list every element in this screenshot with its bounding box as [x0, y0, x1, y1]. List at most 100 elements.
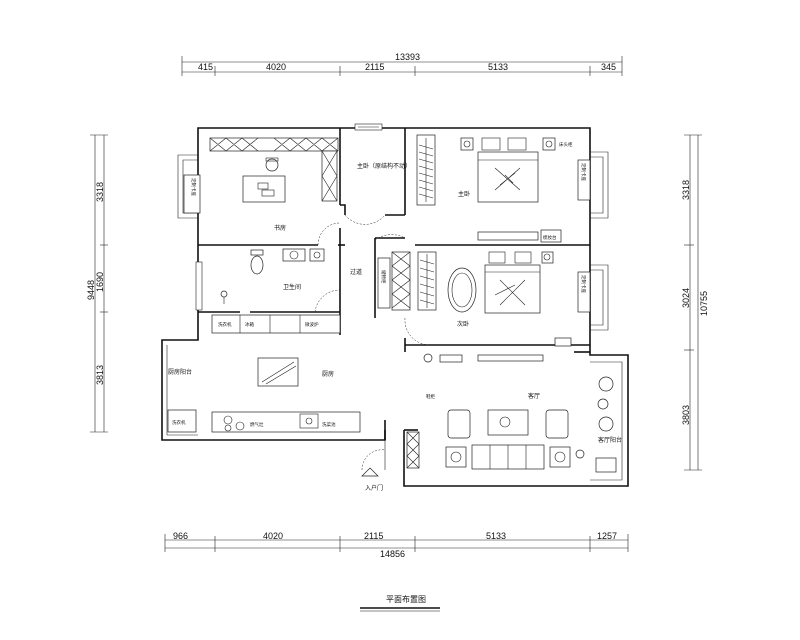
kitchen-balcony-label: 厨房阳台: [168, 368, 192, 376]
second-desk: [554, 337, 572, 347]
study-label: 书房: [274, 224, 286, 232]
drawing-caption: 平面布置图: [360, 594, 440, 612]
master-bedside-label: 床头柜: [559, 141, 573, 148]
bottom-dim-2: 4020: [263, 531, 283, 541]
master-tv-cabinet: [477, 231, 539, 241]
corridor-label: 过道: [350, 268, 362, 276]
master-bedroom-note-label: 主卧（原结构不动）: [357, 162, 411, 170]
stove-burner-icon: [223, 415, 233, 425]
kitchen-label: 厨房: [322, 370, 334, 378]
plant-icon: [423, 353, 433, 363]
master-window-seat-label: 定制卡座: [580, 163, 587, 181]
left-total-dim: 9448: [86, 280, 96, 300]
corridor-storage: [391, 251, 411, 311]
floor-drain-icon: [220, 290, 228, 298]
bottom-dim-5: 1257: [597, 531, 617, 541]
entrance-arrow-icon: [361, 467, 379, 477]
bottom-dim-1: 966: [173, 531, 188, 541]
armchair-right: [545, 409, 569, 439]
top-total-dim: 13393: [395, 52, 420, 62]
second-bedroom-label: 次卧: [457, 320, 469, 328]
living-room-label: 客厅: [528, 392, 540, 400]
top-dimension-chain: 13393 415 4020 2115 5133 345: [181, 52, 623, 76]
caption-title: 平面布置图: [386, 594, 426, 604]
doors: [314, 214, 431, 477]
master-dresser: [540, 229, 562, 243]
toilet: [250, 255, 264, 275]
study-side-cabinet: [321, 150, 338, 202]
top-dim-4: 5133: [488, 62, 508, 72]
balcony-washer-label: 洗衣机: [172, 419, 186, 426]
balcony-cabinet: [595, 457, 617, 473]
internal-walls: [198, 128, 590, 440]
right-dim-1: 3318: [681, 180, 691, 200]
kitchen-stove-label: 燃气灶: [250, 421, 264, 428]
kitchen-upper-counter: [211, 314, 341, 334]
second-round-table: [447, 267, 477, 313]
study-window-seat-label: 定制卡座: [190, 178, 197, 196]
kitchen-washer-label: 洗衣机: [218, 321, 232, 328]
living-balcony-label: 客厅阳台: [598, 436, 622, 444]
master-window-seat: [577, 159, 591, 201]
bottom-dim-3: 2115: [364, 531, 383, 541]
side-table-right: [549, 446, 571, 468]
right-dim-3: 3803: [681, 405, 691, 425]
second-bed: [484, 264, 541, 314]
floor-lamp-icon: [575, 449, 585, 459]
master-bedroom-label: 主卧: [458, 190, 470, 198]
living-side-cabinet: [439, 354, 463, 363]
armchair-left: [447, 409, 471, 439]
top-dim-3: 2115: [365, 62, 384, 72]
left-dim-2: 1690: [95, 272, 105, 292]
bottom-dimension-chain: 966 4020 2115 5133 1257 14856: [164, 531, 629, 559]
master-bedroom: 主卧（原结构不动） 床头柜 定制卡座 梳妆台 主卧: [357, 134, 591, 243]
right-total-dim: 10755: [699, 291, 709, 316]
corridor-storage-label: 储物柜: [380, 270, 387, 284]
coffee-table: [487, 409, 529, 436]
left-dimension-chain: 9448 3318 1690 3813: [86, 134, 108, 433]
side-table-left: [445, 446, 467, 468]
study-window-seat: [183, 174, 201, 214]
bath-cabinet: [309, 248, 325, 262]
kitchen-fridge-label: 冰箱: [245, 321, 254, 328]
balcony-table: [597, 398, 609, 410]
entrance-label: 入户门: [365, 484, 383, 492]
kitchen-sink-label: 洗菜池: [322, 421, 336, 428]
bottom-total-dim: 14856: [380, 549, 405, 559]
right-dim-2: 3024: [681, 288, 691, 308]
bottom-dim-4: 5133: [486, 531, 506, 541]
right-dimension-chain: 3318 3024 10755 3803: [681, 134, 709, 471]
master-bedside-right: [542, 137, 556, 151]
top-dim-1: 415: [198, 62, 213, 72]
master-dresser-label: 梳妆台: [543, 234, 557, 241]
corridor-shoe-cabinet: [377, 257, 391, 309]
second-window-seat-label: 定制卡座: [580, 275, 587, 293]
kitchen: 洗衣机 冰箱 微波炉 燃气灶 洗菜池 厨房 洗衣机 厨房阳台: [167, 314, 361, 433]
master-bedside-left: [460, 137, 474, 151]
top-dim-2: 4020: [266, 62, 286, 72]
bath-vanity: [282, 248, 306, 262]
study-wall-cabinet: [209, 137, 339, 152]
balcony-chair: [598, 376, 614, 392]
stove-burner-icon: [235, 421, 245, 431]
second-tv-cabinet: [477, 354, 544, 362]
bathroom: 卫生间 过道: [220, 248, 362, 304]
top-dim-5: 345: [601, 62, 616, 72]
left-dim-1: 3318: [95, 182, 105, 202]
left-dim-3: 3813: [95, 365, 105, 385]
kitchen-microwave-label: 微波炉: [305, 321, 319, 328]
bathroom-label: 卫生间: [283, 283, 301, 291]
shoe-cabinet-label: 鞋柜: [426, 393, 435, 400]
balcony-washer: [167, 409, 197, 433]
second-bedside: [541, 251, 554, 264]
kitchen-sink: [299, 413, 319, 429]
master-bed: [477, 151, 539, 203]
balcony-chair: [598, 416, 614, 432]
second-window-seat: [577, 271, 591, 313]
study-room: 定制卡座 书房: [183, 137, 339, 232]
study-chair: [265, 158, 279, 172]
second-bedroom: 储物柜 定制卡座 次卧: [377, 251, 591, 362]
living-room: 鞋柜 客厅 客厅阳台 入户门: [365, 353, 622, 492]
